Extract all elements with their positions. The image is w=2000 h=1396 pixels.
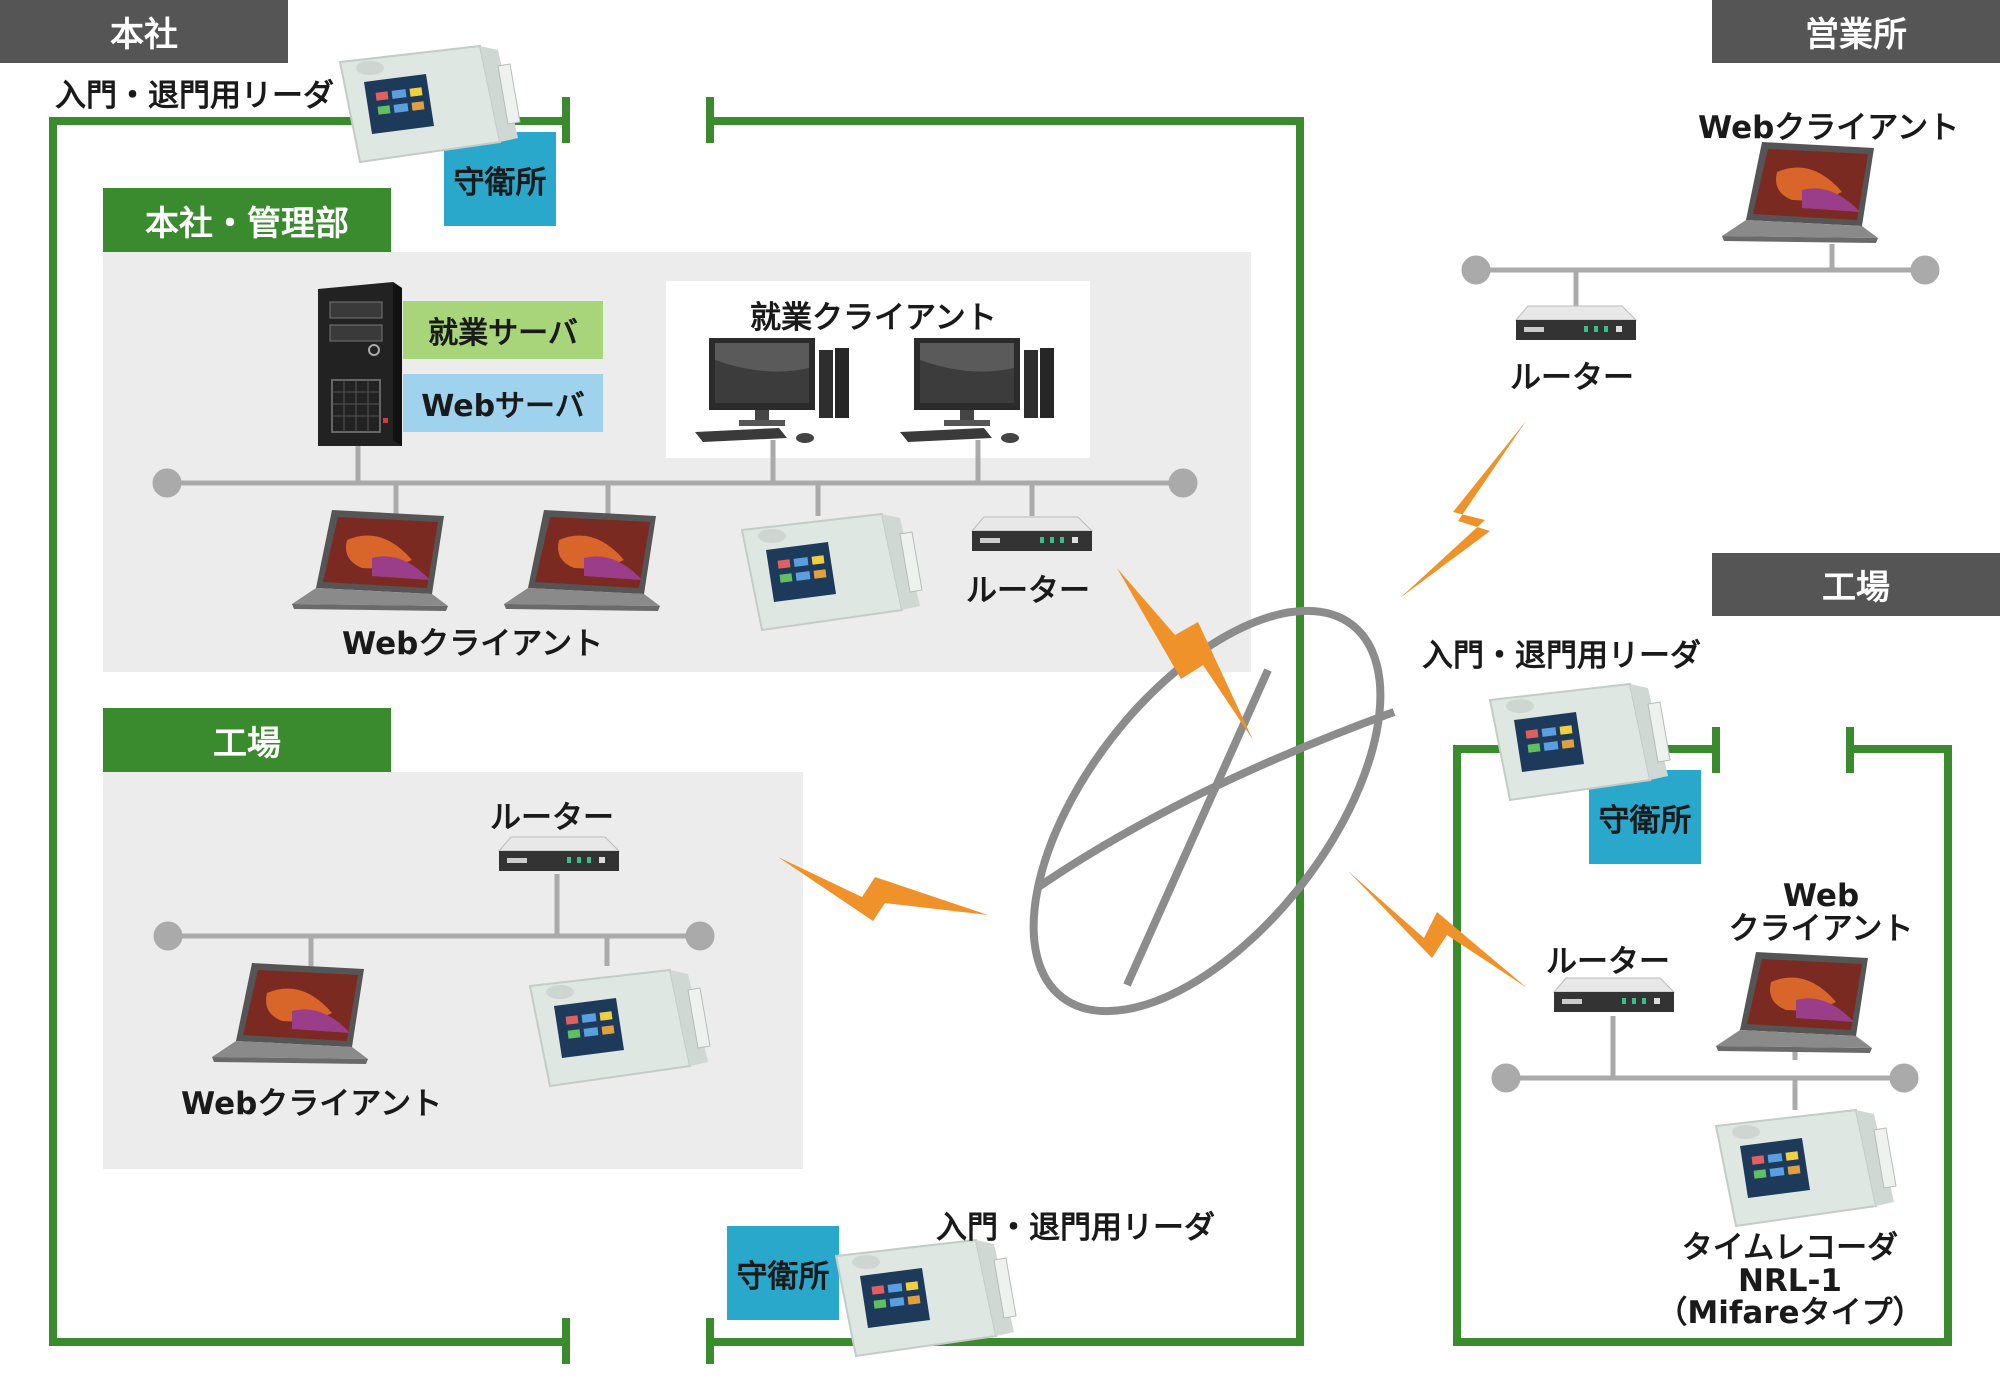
card-reader-icon [1715, 1109, 1897, 1227]
zone-kojo-area [103, 772, 803, 1169]
router-icon [971, 516, 1093, 552]
web-server-tag: Webサーバ [403, 374, 603, 432]
router-icon [1553, 977, 1675, 1013]
hq-wall [49, 117, 1304, 1346]
time-recorder-label: タイムレコーダ NRL-1 （Mifareタイプ） [1656, 1230, 1924, 1332]
zone-header-kanribu: 本社・管理部 [103, 188, 391, 252]
web-client-label-factory: Web クライアント [1728, 878, 1914, 947]
desktop-pc-icon [900, 338, 1054, 443]
laptop-icon [292, 510, 448, 611]
zone-header-kojo: 工場 [103, 708, 391, 772]
router-icon [1515, 305, 1637, 341]
router-label-kanribu: ルーター [966, 573, 1090, 609]
card-reader-icon [339, 45, 521, 163]
web-client-label-eigyosho: Webクライアント [1698, 110, 1960, 146]
router-label-factory: ルーター [1546, 944, 1670, 980]
gate-reader-label-hq-top: 入門・退門用リーダ [55, 78, 334, 114]
internet-globe-icon [1029, 606, 1396, 1016]
laptop-icon [504, 510, 660, 611]
region-tab-honsha: 本社 [0, 0, 288, 63]
region-tab-kojo: 工場 [1712, 553, 2000, 616]
region-tab-eigyosho: 営業所 [1712, 0, 2000, 63]
router-label-kojo-left: ルーター [490, 800, 614, 836]
shugyo-server-tag: 就業サーバ [403, 301, 603, 359]
web-client-label-kojo-left: Webクライアント [181, 1086, 443, 1122]
shugyo-client-label: 就業クライアント [750, 300, 997, 336]
laptop-icon [1722, 142, 1878, 243]
card-reader-icon [529, 969, 711, 1087]
router-icon [498, 836, 620, 872]
router-label-eigyosho: ルーター [1510, 360, 1634, 396]
lightning-icon [778, 421, 1527, 988]
guardhouse-hq-bottom: 守衛所 [727, 1226, 839, 1320]
laptop-icon [212, 963, 368, 1064]
web-client-label-kanribu: Webクライアント [342, 626, 604, 662]
card-reader-icon [835, 1239, 1017, 1357]
gate-reader-label-factory: 入門・退門用リーダ [1422, 638, 1701, 674]
card-reader-icon [741, 513, 923, 631]
desktop-pc-icon [695, 338, 849, 443]
laptop-icon [1716, 952, 1872, 1053]
card-reader-icon [1489, 683, 1671, 801]
server-tower-icon [318, 282, 402, 446]
gate-reader-label-hq-bottom: 入門・退門用リーダ [936, 1210, 1215, 1246]
